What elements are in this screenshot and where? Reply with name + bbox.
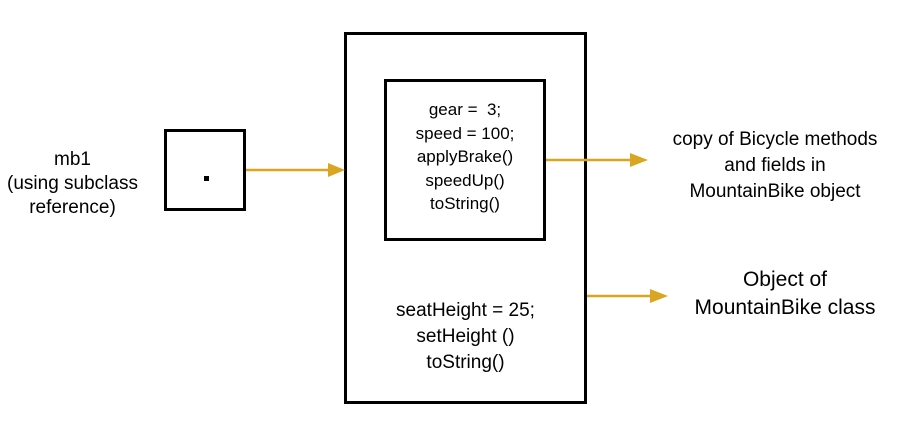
member-method-tostring: toString() <box>430 194 500 213</box>
arrow-reference-to-object <box>246 163 345 177</box>
inherited-copy-annotation: copy of Bicycle methods and fields in Mo… <box>655 127 895 205</box>
member-field-seatheight: seatHeight = 25; <box>396 300 535 321</box>
arrow-object-to-annotation <box>587 289 668 303</box>
inherited-members-list: gear = 3; speed = 100; applyBrake() spee… <box>384 98 546 216</box>
annotation-line: MountainBike class <box>694 296 876 319</box>
annotation-line: Object of <box>742 268 828 291</box>
member-method-setheight: setHeight () <box>416 326 515 347</box>
object-annotation: Object of MountainBike class <box>665 266 905 322</box>
reference-pointer-dot <box>204 176 209 181</box>
member-field-speed: speed = 100; <box>415 123 515 143</box>
reference-variable-box <box>164 129 246 211</box>
member-method-applybrake: applyBrake() <box>416 147 514 166</box>
member-method-speedup: speedUp() <box>425 170 505 190</box>
annotation-line: and fields in <box>724 155 826 176</box>
reference-label-line: (using subclass <box>7 173 138 194</box>
own-members-list: seatHeight = 25; setHeight () toString() <box>344 298 587 376</box>
reference-label-line: reference) <box>29 197 116 218</box>
reference-label-line: mb1 <box>54 149 91 170</box>
reference-label: mb1 (using subclass reference) <box>0 148 145 220</box>
annotation-line: MountainBike object <box>689 181 861 202</box>
arrow-inherited-to-annotation <box>546 153 648 167</box>
annotation-line: copy of Bicycle methods <box>672 129 878 150</box>
inherited-members-box <box>384 79 546 241</box>
member-method-tostring: toString() <box>426 352 505 373</box>
member-field-gear: gear = 3; <box>428 100 502 119</box>
